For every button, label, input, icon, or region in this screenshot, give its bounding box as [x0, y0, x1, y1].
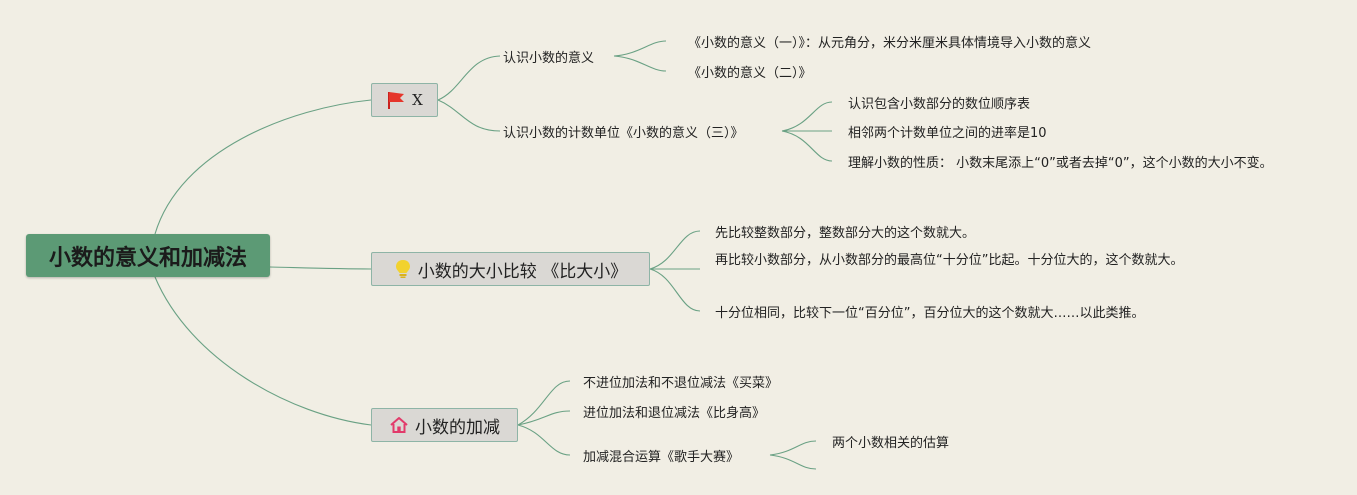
branch-2[interactable]: 小数的大小比较 《比大小》	[371, 252, 650, 286]
branch-3-label: 小数的加减	[415, 417, 500, 438]
connector-b3l3-stub	[769, 454, 817, 470]
connector-b3-leaf3	[517, 424, 571, 456]
connector-b3-leaf1	[517, 380, 571, 426]
connector-b1-sub1	[437, 55, 501, 101]
connector-b2-leaf1	[649, 230, 701, 270]
lightbulb-icon	[394, 259, 412, 279]
subtopic-1-1[interactable]: 认识小数的意义	[503, 51, 595, 66]
leaf-2-1[interactable]: 先比较整数部分，整数部分大的这个数就大。	[715, 226, 976, 241]
house-icon	[389, 415, 409, 435]
leaf-2-2[interactable]: 再比较小数部分，从小数部分的最高位“十分位”比起。十分位大的，这个数就大。	[715, 253, 1184, 268]
connector-b1s1-leaf2	[613, 55, 667, 72]
leaf-1-1-1[interactable]: 《小数的意义（一）》：从元角分，米分米厘米具体情境导入小数的意义	[688, 36, 1092, 51]
connector-root-branch-1	[154, 99, 372, 235]
connector-b1s2-leaf1	[781, 101, 833, 132]
connector-b1-sub2	[437, 99, 501, 132]
branch-2-label: 小数的大小比较 《比大小》	[417, 261, 628, 282]
leaf-3-2[interactable]: 进位加法和退位减法《比身高》	[583, 406, 766, 421]
red-flag-icon	[386, 90, 406, 110]
root-topic-label: 小数的意义和加减法	[48, 245, 247, 271]
leaf-1-2-2[interactable]: 相邻两个计数单位之间的进率是10	[848, 126, 1047, 141]
leaf-1-1-2[interactable]: 《小数的意义（二）》	[688, 66, 812, 81]
branch-3[interactable]: 小数的加减	[371, 408, 518, 442]
connector-root-branch-2	[269, 266, 372, 270]
connector-b2-leaf3	[649, 268, 701, 312]
leaf-3-1[interactable]: 不进位加法和不退位减法《买菜》	[583, 376, 779, 391]
subtopic-1-2[interactable]: 认识小数的计数单位《小数的意义（三）》	[503, 126, 744, 141]
branch-1-label: X	[412, 91, 423, 109]
leaf-2-3[interactable]: 十分位相同，比较下一位“百分位”，百分位大的这个数就大……以此类推。	[715, 306, 1145, 321]
connector-b1s1-leaf1	[613, 40, 667, 57]
root-topic[interactable]: 小数的意义和加减法	[26, 234, 270, 277]
connector-root-branch-3	[154, 276, 372, 426]
leaf-1-2-3[interactable]: 理解小数的性质： 小数末尾添上“0”或者去掉“0”，这个小数的大小不变。	[848, 156, 1273, 171]
connector-b3-leaf2	[517, 410, 571, 426]
connector-b3l3-subleaf	[769, 440, 817, 456]
leaf-3-3[interactable]: 加减混合运算《歌手大赛》	[583, 450, 740, 465]
leaf-3-3-1[interactable]: 两个小数相关的估算	[832, 436, 950, 451]
connector-b1s2-leaf3	[781, 130, 833, 162]
leaf-1-2-1[interactable]: 认识包含小数部分的数位顺序表	[848, 97, 1031, 112]
branch-1[interactable]: X	[371, 83, 438, 117]
